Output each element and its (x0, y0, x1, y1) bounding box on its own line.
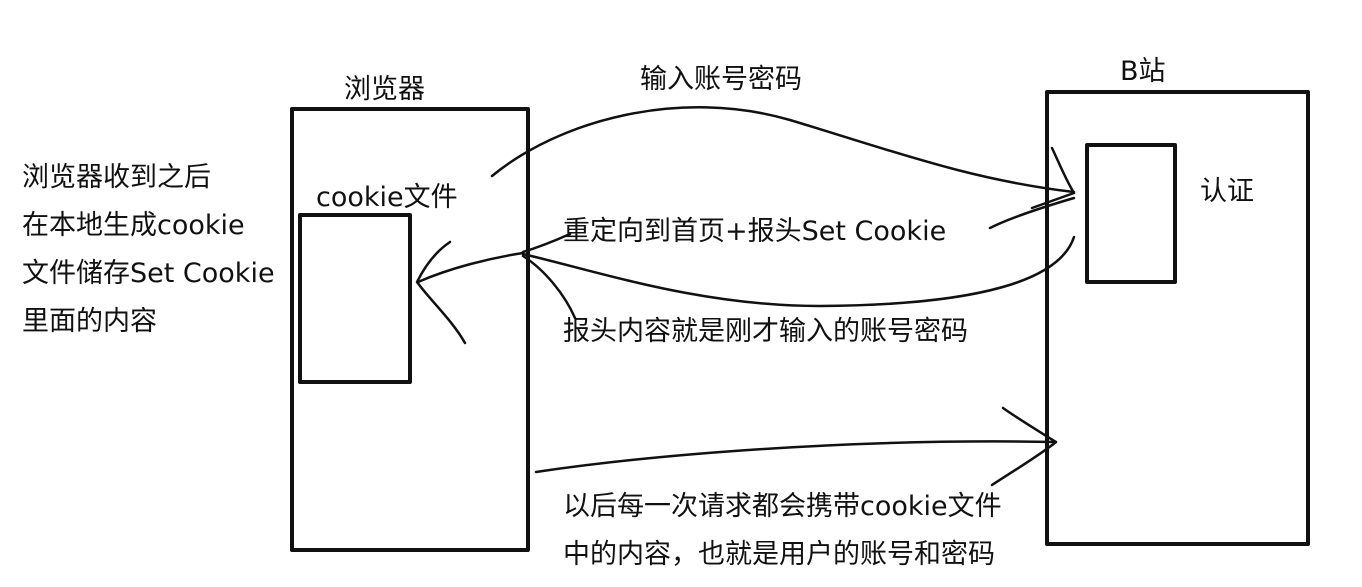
subsequent-arrowhead (990, 406, 1058, 487)
subsequent-arrow (534, 440, 1058, 474)
auth-box (1085, 143, 1177, 284)
cookie-file-label: cookie文件 (316, 182, 458, 213)
side-note-line: 文件储存Set Cookie (22, 258, 275, 289)
cookie-file-box (298, 213, 412, 384)
login-arrow-label: 输入账号密码 (640, 64, 802, 95)
browser-title: 浏览器 (344, 74, 425, 105)
redirect-arrow (988, 196, 1076, 230)
side-note-line: 在本地生成cookie (22, 210, 245, 241)
login-arrowhead (1030, 146, 1076, 210)
redirect-arrow-label: 重定向到首页+报头Set Cookie (563, 216, 947, 247)
server-box (1045, 90, 1310, 546)
redirect-arrow-tail (521, 232, 572, 254)
store-cookie-arrowhead (415, 240, 467, 345)
login-arrow (490, 106, 1076, 194)
store-cookie-arrow (416, 251, 525, 284)
server-title: B站 (1120, 56, 1166, 87)
browser-box (290, 107, 530, 552)
side-note-line: 里面的内容 (22, 306, 157, 337)
side-note: 浏览器收到之后 在本地生成cookie 文件储存Set Cookie 里面的内容 (22, 154, 275, 346)
header-content-label: 报头内容就是刚才输入的账号密码 (563, 316, 968, 347)
subsequent-request-line: 以后每一次请求都会携带cookie文件 (563, 491, 1002, 522)
subsequent-request-label: 以后每一次请求都会携带cookie文件 中的内容，也就是用户的账号和密码 (563, 483, 1002, 579)
auth-label: 认证 (1200, 176, 1254, 207)
side-note-line: 浏览器收到之后 (22, 162, 211, 193)
redirect-return-curve (521, 235, 1076, 308)
subsequent-request-line: 中的内容，也就是用户的账号和密码 (563, 539, 995, 570)
header-content-stroke (521, 254, 577, 320)
